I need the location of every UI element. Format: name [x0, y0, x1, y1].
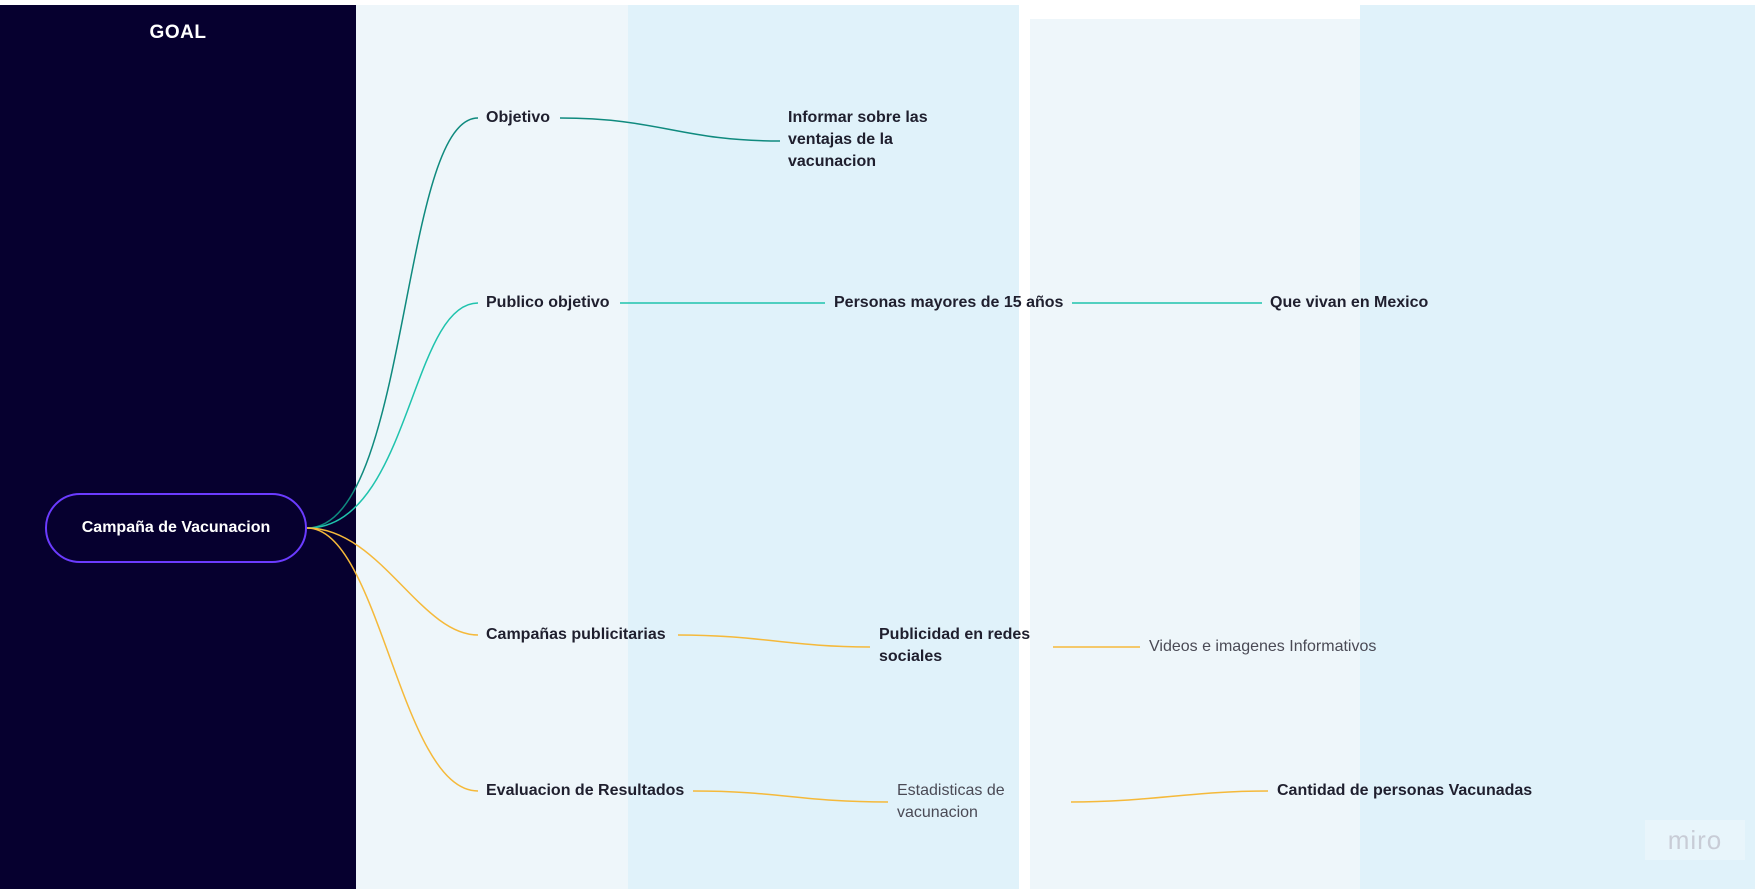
node-campanas[interactable]: Campañas publicitarias — [486, 626, 666, 643]
node-publicidad-redes[interactable]: Publicidad en redes sociales — [879, 626, 1031, 665]
connector-root-publico — [306, 302, 479, 529]
goal-heading: GOAL — [149, 22, 207, 43]
connector-root-evaluacion — [306, 527, 479, 792]
connector-evaluacion-estadisticas — [692, 790, 889, 803]
node-objetivo[interactable]: Objetivo — [486, 109, 551, 126]
root-node[interactable]: Campaña de Vacunacion — [45, 493, 307, 563]
node-estadisticas[interactable]: Estadisticas de vacunacion — [897, 782, 1005, 821]
connector-root-campanas — [306, 527, 479, 636]
node-publico-objetivo[interactable]: Publico objetivo — [486, 294, 610, 311]
connector-root-objetivo — [306, 117, 479, 529]
node-mexico[interactable]: Que vivan en Mexico — [1270, 294, 1429, 311]
connector-estadisticas-cantidad — [1070, 790, 1269, 803]
connector-campanas-publicidad — [677, 634, 871, 648]
blue-column-2 — [1360, 5, 1755, 889]
light-column-2 — [1030, 19, 1360, 889]
node-personas-mayores[interactable]: Personas mayores de 15 años — [834, 294, 1064, 311]
node-videos-imagenes[interactable]: Videos e imagenes Informativos — [1149, 638, 1377, 655]
node-evaluacion[interactable]: Evaluacion de Resultados — [486, 782, 685, 799]
goal-column — [0, 5, 356, 889]
light-column-1 — [356, 5, 628, 889]
node-informar[interactable]: Informar sobre las ventajas de la vacuna… — [788, 109, 928, 170]
connector-objetivo-informar — [559, 117, 781, 142]
node-cantidad-vacunadas[interactable]: Cantidad de personas Vacunadas — [1277, 782, 1533, 799]
miro-logo: miro — [1645, 820, 1745, 860]
blue-column-1 — [628, 5, 1019, 889]
